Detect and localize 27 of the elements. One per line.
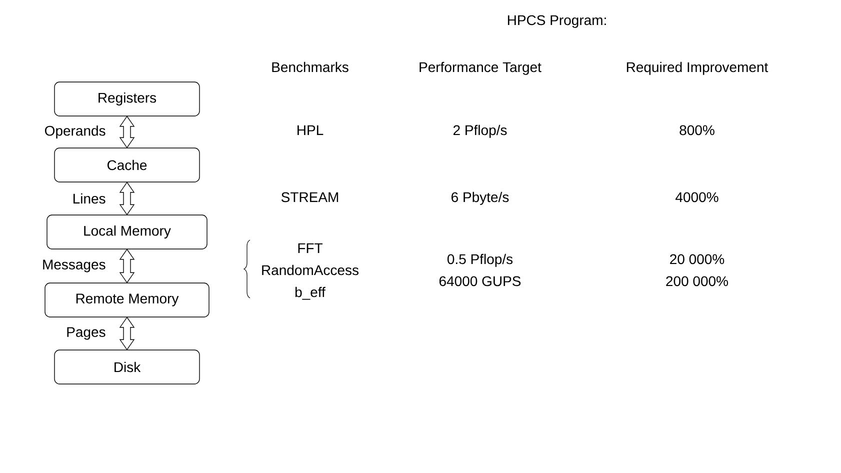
memory-box: Cache <box>54 148 200 182</box>
edge-label: Pages <box>67 327 106 340</box>
table-text: 20 000% <box>670 254 724 264</box>
memory-box: Registers <box>54 82 200 116</box>
table-text: 6 Pbyte/s <box>452 192 509 205</box>
edge-label: Messages <box>43 260 106 272</box>
table-text: 800% <box>680 125 714 136</box>
table-text: STREAM <box>281 192 338 202</box>
table-text: 0.5 Pflop/s <box>447 254 513 267</box>
table-text: Performance Target <box>420 62 542 75</box>
edge-label: Lines <box>73 193 106 204</box>
table-text: b_eff <box>295 286 326 300</box>
table-text: 4000% <box>676 192 718 202</box>
table-text: HPL <box>298 125 324 135</box>
double-arrow <box>119 316 135 350</box>
table-text: 64000 GUPS <box>439 276 521 286</box>
edge-label: Operands <box>44 125 106 139</box>
table-text: HPCS Program: <box>508 15 606 28</box>
table-text: 2 Pflop/s <box>453 124 507 138</box>
memory-box: Local Memory <box>46 214 208 250</box>
table-text: FFT <box>298 243 323 253</box>
table-text: RandomAccess <box>262 264 358 276</box>
table-text: 200 000% <box>666 276 728 286</box>
memory-box: Disk <box>54 350 200 384</box>
table-text: Required Improvement <box>626 62 768 75</box>
memory-box: Remote Memory <box>44 282 210 318</box>
table-text: Benchmarks <box>272 62 348 72</box>
